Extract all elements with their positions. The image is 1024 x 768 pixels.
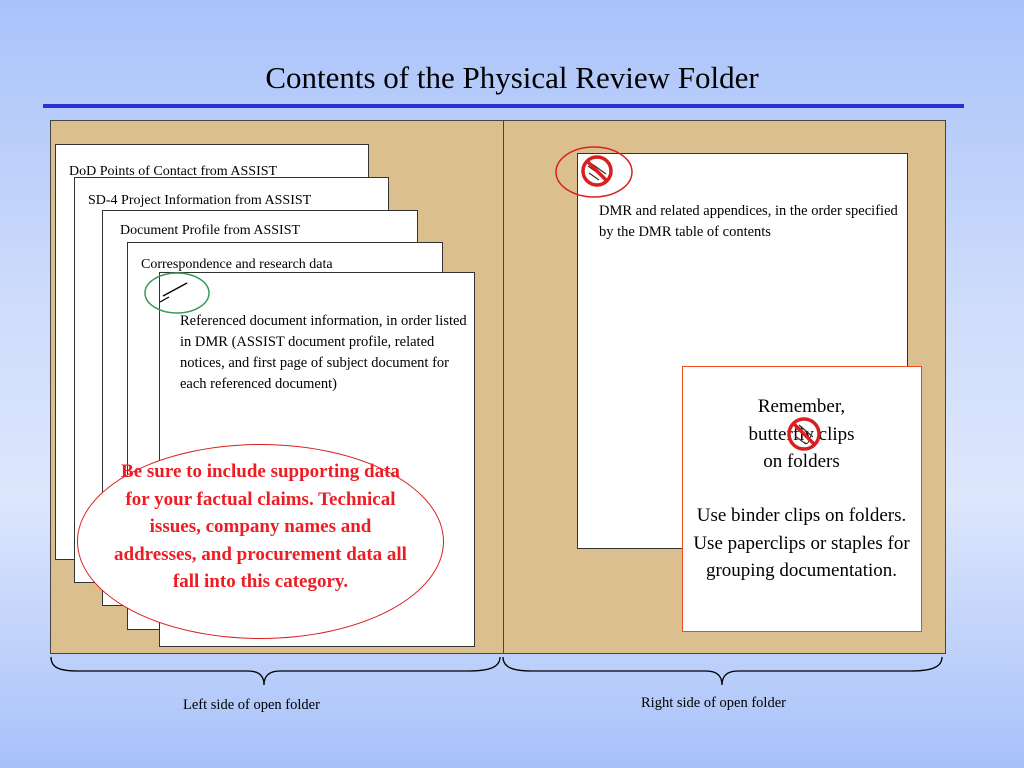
no-symbol-icon (787, 417, 821, 451)
page-label: Document Profile from ASSIST (120, 223, 301, 238)
note-line: Remember, (757, 396, 846, 417)
slash-mark-icon (144, 272, 210, 314)
page-label: SD-4 Project Information from ASSIST (88, 193, 312, 208)
right-side-label: Right side of open folder (641, 695, 786, 711)
page-label: DoD Points of Contact from ASSIST (69, 164, 278, 179)
callout-text: Be sure to include supporting data for y… (77, 458, 444, 596)
note-heading: Remember, butterfly clips on folders (683, 393, 920, 476)
page-body: Referenced document information, in orde… (180, 313, 467, 392)
note-body: Use binder clips on folders. Use papercl… (693, 505, 910, 581)
title-underline (43, 104, 964, 108)
clip-reminder-note: Remember, butterfly clips on folders Use… (682, 366, 922, 632)
note-line: butterfly clips (748, 423, 855, 445)
supporting-data-callout (77, 444, 444, 639)
note-line: on folders (763, 451, 840, 472)
page-label: Correspondence and research data (141, 257, 333, 272)
prohibited-clip-marker (555, 146, 633, 198)
left-side-label: Left side of open folder (183, 697, 320, 713)
no-symbol-icon (581, 155, 613, 187)
page-title: Contents of the Physical Review Folder (265, 60, 759, 95)
page-body: DMR and related appendices, in the order… (599, 203, 898, 240)
callout-body: Be sure to include supporting data for y… (114, 461, 407, 592)
right-brace (502, 656, 943, 686)
left-brace (50, 656, 501, 686)
